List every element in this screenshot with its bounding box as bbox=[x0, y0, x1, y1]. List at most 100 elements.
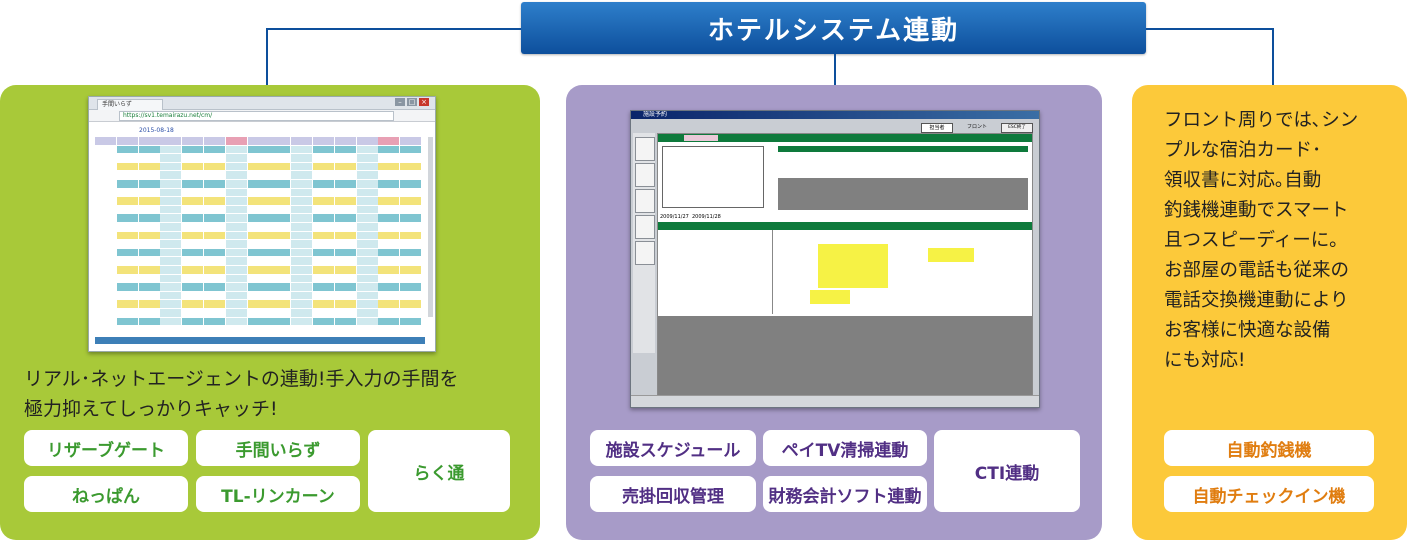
calendar-row bbox=[95, 205, 423, 214]
calendar-cell bbox=[116, 291, 139, 300]
calendar-cell bbox=[291, 266, 314, 274]
calendar-cell bbox=[247, 309, 270, 317]
calendar-cell bbox=[291, 137, 314, 145]
calendar-cell bbox=[269, 214, 292, 222]
calendar-cell bbox=[225, 188, 248, 197]
calendar-cell bbox=[247, 240, 270, 248]
calendar-cell bbox=[160, 205, 183, 214]
calendar-cell bbox=[182, 214, 205, 222]
calendar-cell bbox=[160, 309, 183, 317]
calendar-cell bbox=[204, 162, 226, 171]
calendar-cell bbox=[378, 223, 401, 231]
calendar-cell bbox=[313, 214, 335, 222]
calendar-cell bbox=[356, 223, 379, 231]
booking-block-3 bbox=[810, 290, 850, 304]
side-menu-button bbox=[635, 189, 655, 213]
app-title-bar: 施設予約 bbox=[631, 111, 1039, 119]
temairazu-button[interactable]: 手間いらず bbox=[196, 430, 360, 466]
calendar-date: 2015-08-18 bbox=[139, 127, 174, 134]
calendar-cell bbox=[356, 145, 379, 154]
calendar-cell bbox=[334, 180, 357, 188]
calendar-cell bbox=[313, 180, 335, 188]
calendar-cell bbox=[138, 283, 161, 291]
tl-lincoln-button[interactable]: TL-リンカーン bbox=[196, 476, 360, 512]
calendar-cell bbox=[225, 309, 248, 317]
calendar-cell bbox=[225, 240, 248, 248]
calendar-cell bbox=[269, 240, 292, 248]
auto-checkin-machine-button[interactable]: 自動チェックイン機 bbox=[1164, 476, 1374, 512]
calendar-cell bbox=[225, 291, 248, 300]
side-menu-button bbox=[635, 163, 655, 187]
connector-horizontal-left bbox=[266, 28, 521, 30]
calendar-cell bbox=[313, 197, 335, 205]
auto-change-machine-button[interactable]: 自動釣銭機 bbox=[1164, 430, 1374, 466]
calendar-cell bbox=[356, 171, 379, 179]
calendar-cell bbox=[334, 248, 357, 257]
calendar-cell bbox=[313, 274, 335, 283]
calendar-cell bbox=[400, 300, 423, 308]
calendar-cell bbox=[138, 248, 161, 257]
facility-schedule-button[interactable]: 施設スケジュール bbox=[590, 430, 756, 466]
calendar-cell bbox=[182, 188, 205, 197]
neppan-button[interactable]: ねっぱん bbox=[24, 476, 188, 512]
calendar-cell bbox=[247, 188, 270, 197]
calendar-cell bbox=[269, 223, 292, 231]
calendar-cell bbox=[247, 274, 270, 283]
calendar-cell bbox=[356, 257, 379, 265]
room-calendar-grid bbox=[95, 137, 423, 327]
calendar-cell bbox=[247, 214, 270, 222]
calendar-cell bbox=[116, 162, 139, 171]
calendar-cell bbox=[247, 223, 270, 231]
calendar-cell bbox=[269, 274, 292, 283]
calendar-cell bbox=[95, 291, 117, 300]
schedule-header bbox=[658, 222, 1032, 230]
calendar-row bbox=[95, 188, 423, 197]
calendar-cell bbox=[160, 257, 183, 265]
calendar-cell bbox=[334, 171, 357, 179]
calendar-cell bbox=[160, 266, 183, 274]
calendar-cell bbox=[334, 214, 357, 222]
reserve-gate-button[interactable]: リザーブゲート bbox=[24, 430, 188, 466]
calendar-cell bbox=[400, 154, 423, 162]
pay-tv-cleaning-button[interactable]: ペイTV清掃連動 bbox=[763, 430, 927, 466]
calendar-cell bbox=[378, 291, 401, 300]
calendar-cell bbox=[182, 266, 205, 274]
cti-button[interactable]: CTI連動 bbox=[934, 430, 1080, 512]
calendar-cell bbox=[225, 317, 248, 326]
rakutsu-button[interactable]: らく通 bbox=[368, 430, 510, 512]
calendar-cell bbox=[400, 257, 423, 265]
calendar-cell bbox=[160, 240, 183, 248]
calendar-cell bbox=[138, 240, 161, 248]
calendar-cell bbox=[313, 283, 335, 291]
calendar-cell bbox=[225, 223, 248, 231]
calendar-cell bbox=[138, 214, 161, 222]
accounts-receivable-button[interactable]: 売掛回収管理 bbox=[590, 476, 756, 512]
calendar-cell bbox=[378, 171, 401, 179]
calendar-cell bbox=[400, 162, 423, 171]
calendar-cell bbox=[138, 309, 161, 317]
calendar-cell bbox=[378, 309, 401, 317]
calendar-cell bbox=[378, 205, 401, 214]
calendar-cell bbox=[138, 317, 161, 326]
reservation-list bbox=[662, 146, 764, 208]
calendar-cell bbox=[95, 274, 117, 283]
calendar-cell bbox=[95, 205, 117, 214]
calendar-cell bbox=[400, 231, 423, 240]
calendar-cell bbox=[247, 266, 270, 274]
financial-accounting-button[interactable]: 財務会計ソフト連動 bbox=[763, 476, 927, 512]
top-header-strip bbox=[658, 134, 1032, 142]
side-menu-button bbox=[635, 241, 655, 265]
calendar-cell bbox=[356, 197, 379, 205]
calendar-cell bbox=[225, 162, 248, 171]
calendar-cell bbox=[313, 162, 335, 171]
calendar-row bbox=[95, 283, 423, 291]
calendar-cell bbox=[334, 240, 357, 248]
calendar-cell bbox=[138, 162, 161, 171]
connector-vertical-center bbox=[834, 54, 836, 85]
calendar-cell bbox=[334, 317, 357, 326]
calendar-cell bbox=[138, 257, 161, 265]
calendar-cell bbox=[225, 231, 248, 240]
calendar-cell bbox=[204, 317, 226, 326]
calendar-cell bbox=[291, 162, 314, 171]
calendar-cell bbox=[378, 180, 401, 188]
